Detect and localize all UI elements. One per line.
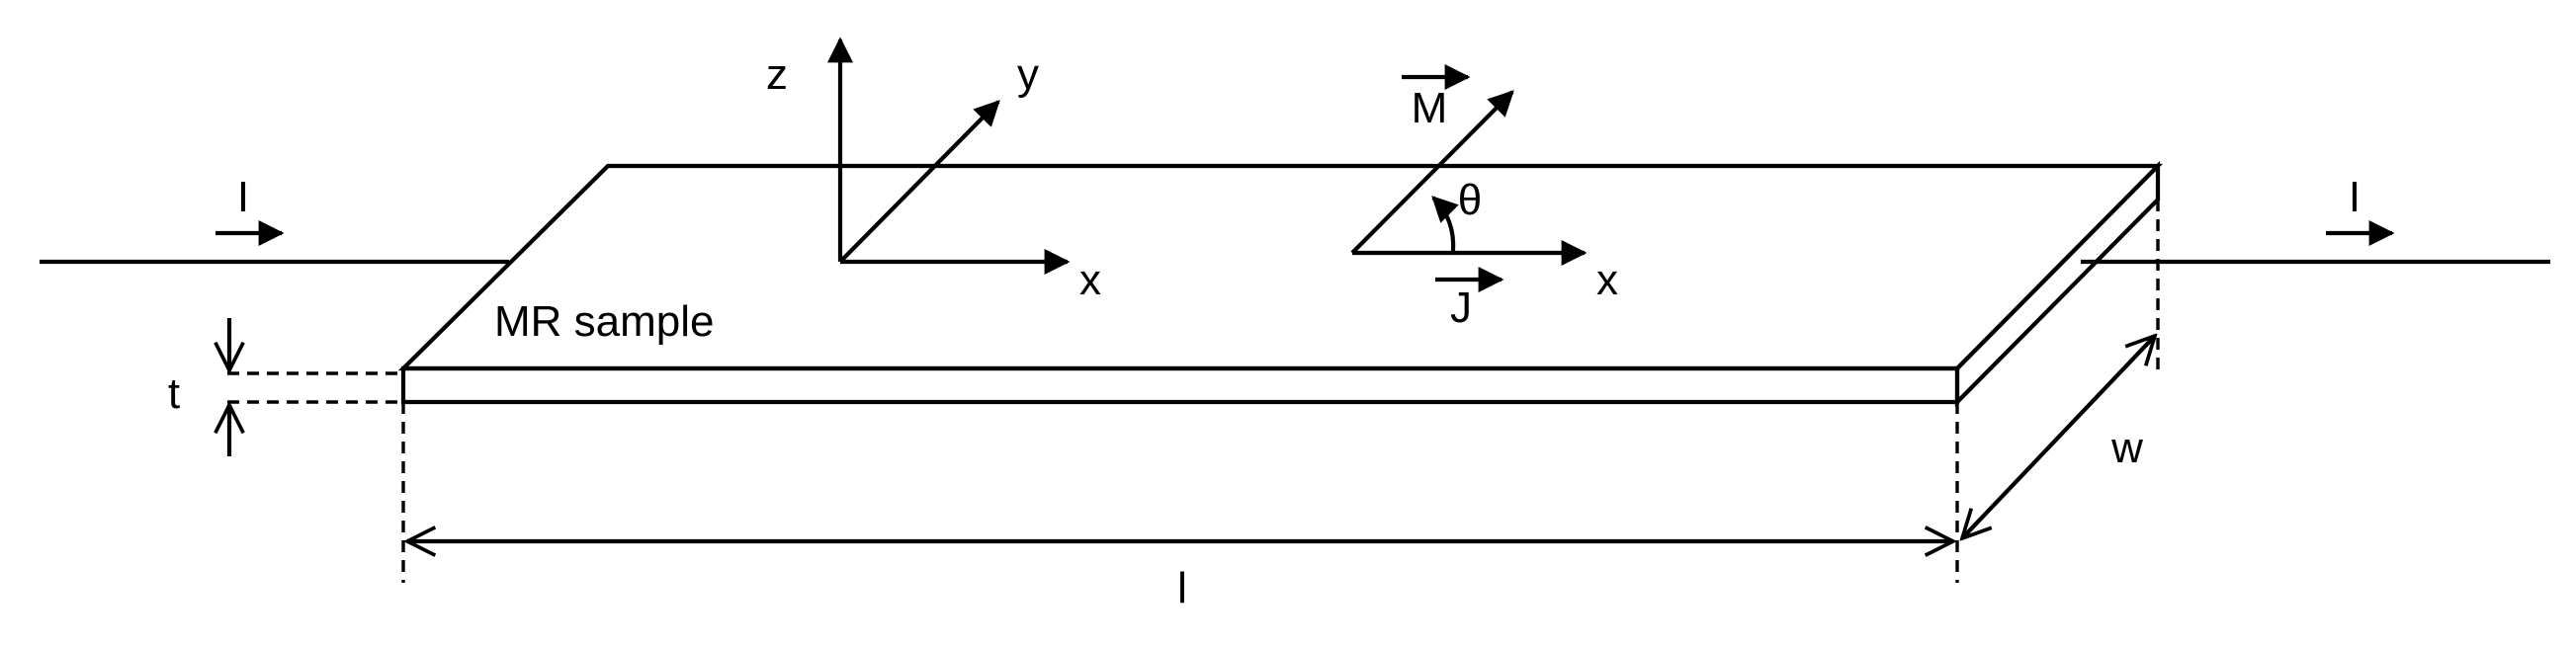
label-current-left: I [237, 173, 249, 221]
label-angle: θ [1458, 176, 1482, 224]
label-axis-z: z [766, 50, 788, 99]
label-magnetization: M [1412, 84, 1448, 132]
label-length: l [1177, 564, 1187, 612]
label-width: w [2110, 424, 2143, 472]
label-thickness: t [168, 369, 180, 418]
width-arrow [1962, 336, 2155, 538]
magnetization-arrow [1350, 90, 1514, 255]
label-axis-y: y [1017, 50, 1039, 99]
label-current-density: J [1450, 283, 1472, 332]
axis-y-arrow [838, 100, 1000, 264]
label-sample-name: MR sample [494, 297, 715, 346]
magnetization-inset [1350, 90, 1588, 266]
length-dimension [401, 402, 1959, 583]
sample-front-face [400, 365, 1960, 405]
label-axis-x-inset: x [1596, 256, 1618, 304]
thickness-dimension [227, 318, 401, 456]
angle-arc [1431, 196, 1459, 252]
sample-axes [827, 37, 1071, 275]
label-axis-x-sample: x [1079, 256, 1101, 304]
label-current-right: I [2349, 173, 2361, 221]
width-dimension [1962, 200, 2160, 538]
